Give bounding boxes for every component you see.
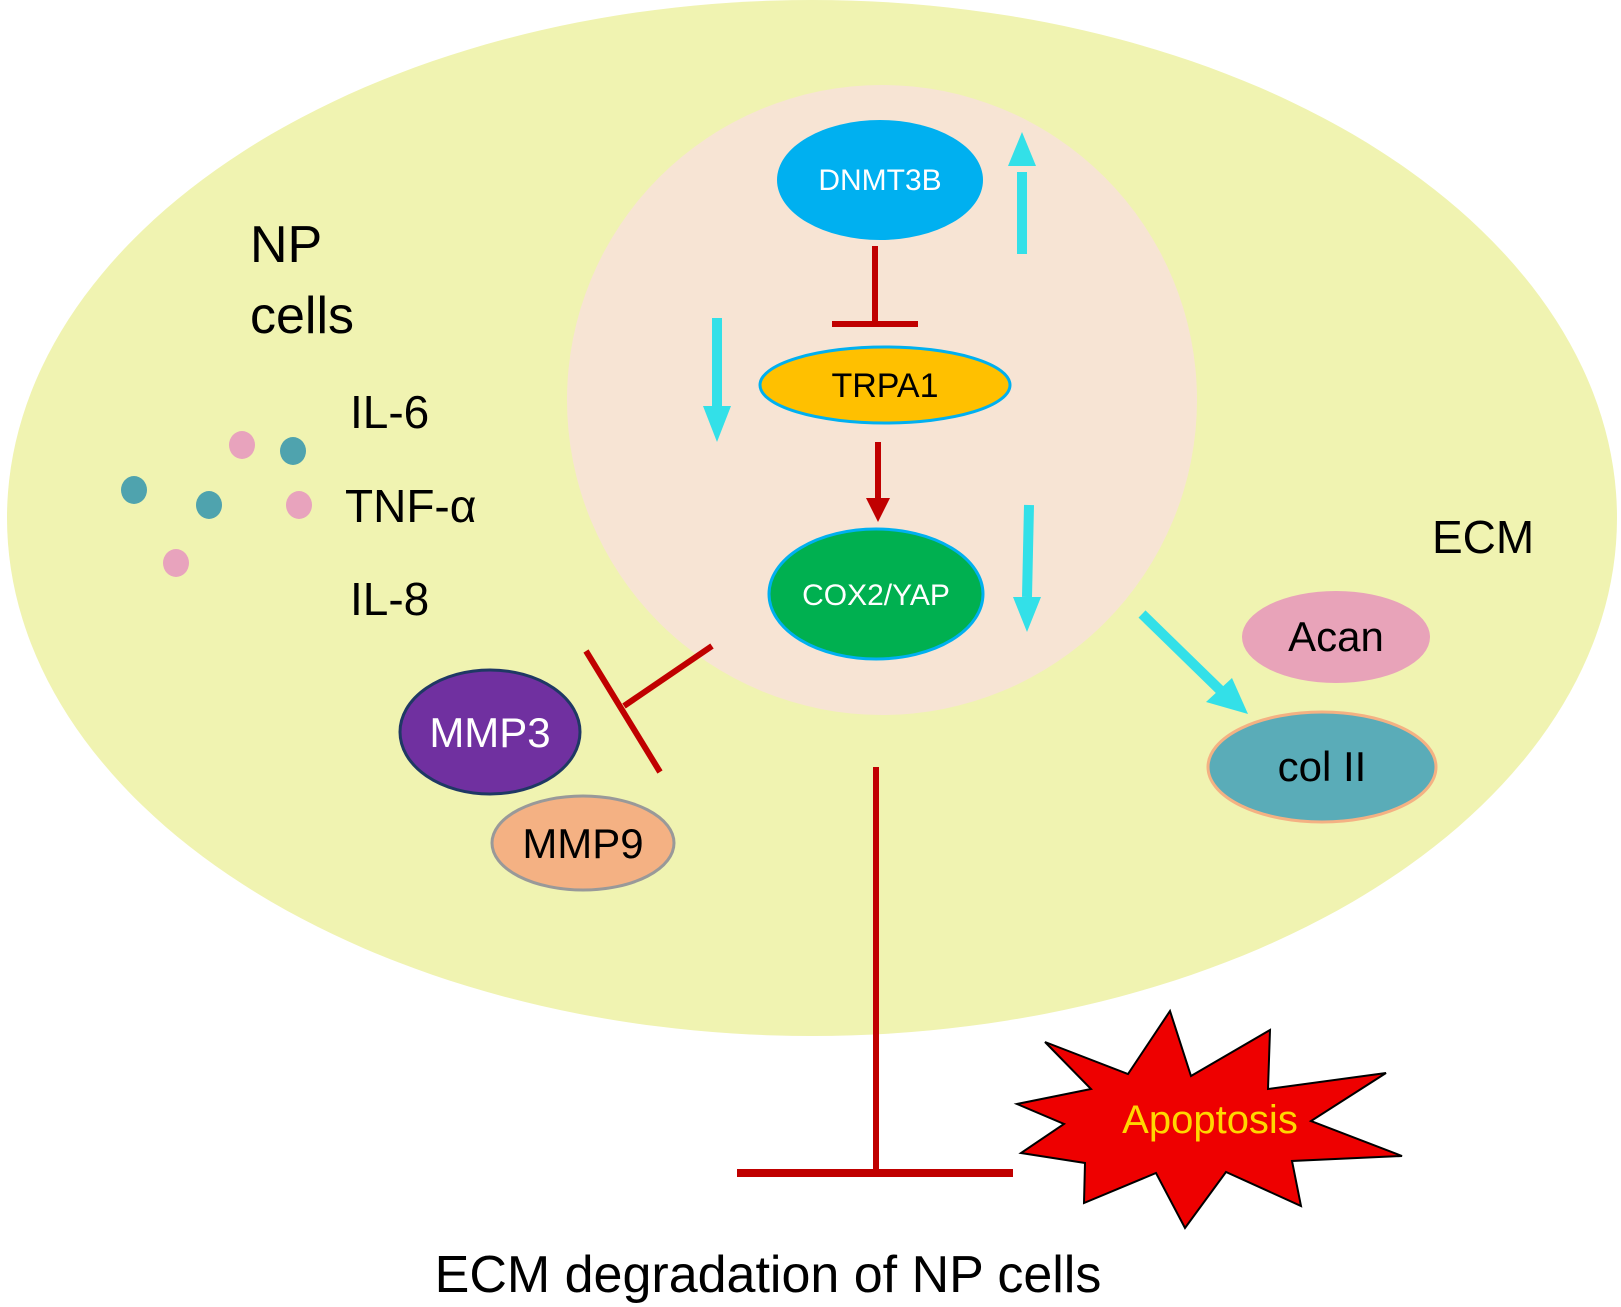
col2-ellipse <box>1206 710 1438 824</box>
apoptosis-burst: Apoptosis <box>1013 1008 1403 1230</box>
cytokine-dot <box>163 549 189 577</box>
acan-label: Acan <box>1288 613 1384 660</box>
inhibition-dnmt3b-trpa1 <box>832 246 918 327</box>
dnmt3b-ellipse <box>777 120 983 240</box>
dnmt3b-label: DNMT3B <box>818 164 941 197</box>
mmp9-node: MMP9 <box>490 794 676 892</box>
activation-trpa1-cox2 <box>866 442 890 522</box>
tnf-alpha-label: TNF-α <box>345 480 476 532</box>
col2-node: col II <box>1206 710 1438 824</box>
trpa1-label: TRPA1 <box>831 367 938 405</box>
cytokine-dot <box>286 491 312 519</box>
dnmt3b-node: DNMT3B <box>777 120 983 240</box>
mmp9-ellipse <box>490 794 676 892</box>
down-trend-arrow-trpa1 <box>703 318 731 442</box>
acan-ellipse <box>1242 591 1430 683</box>
mmp3-label: MMP3 <box>429 709 550 756</box>
np-cells-label-line1: NP <box>250 216 322 274</box>
trpa1-ellipse <box>758 345 1012 425</box>
inhibition-ecm-degradation <box>737 767 1013 1177</box>
mmp3-ellipse <box>398 668 582 796</box>
col2-label: col II <box>1278 743 1367 790</box>
cox2-yap-ellipse <box>767 527 985 661</box>
il6-label: IL-6 <box>350 386 429 438</box>
down-trend-arrow-cox2 <box>1013 504 1041 632</box>
apoptosis-starburst <box>1013 1008 1403 1230</box>
mmp9-label: MMP9 <box>522 820 643 867</box>
np-cells-label-line2: cells <box>250 287 354 345</box>
il8-label: IL-8 <box>350 573 429 625</box>
acan-node: Acan <box>1242 591 1430 683</box>
cytokine-dot <box>121 476 147 504</box>
ecm-label: ECM <box>1432 511 1534 563</box>
mmp3-node: MMP3 <box>398 668 582 796</box>
cox2-yap-label: COX2/YAP <box>802 579 950 612</box>
bottom-caption: ECM degradation of NP cells <box>435 1246 1102 1304</box>
apoptosis-label: Apoptosis <box>1122 1098 1298 1142</box>
trpa1-node: TRPA1 <box>758 345 1012 425</box>
up-trend-arrow <box>1008 132 1036 254</box>
inhibition-cox2-mmp <box>583 643 714 774</box>
cytokine-dot <box>229 431 255 459</box>
cox2-yap-node: COX2/YAP <box>767 527 985 661</box>
cytokine-dot <box>196 491 222 519</box>
trend-arrow-to-col2 <box>1138 610 1248 714</box>
cytokine-dot <box>280 437 306 465</box>
